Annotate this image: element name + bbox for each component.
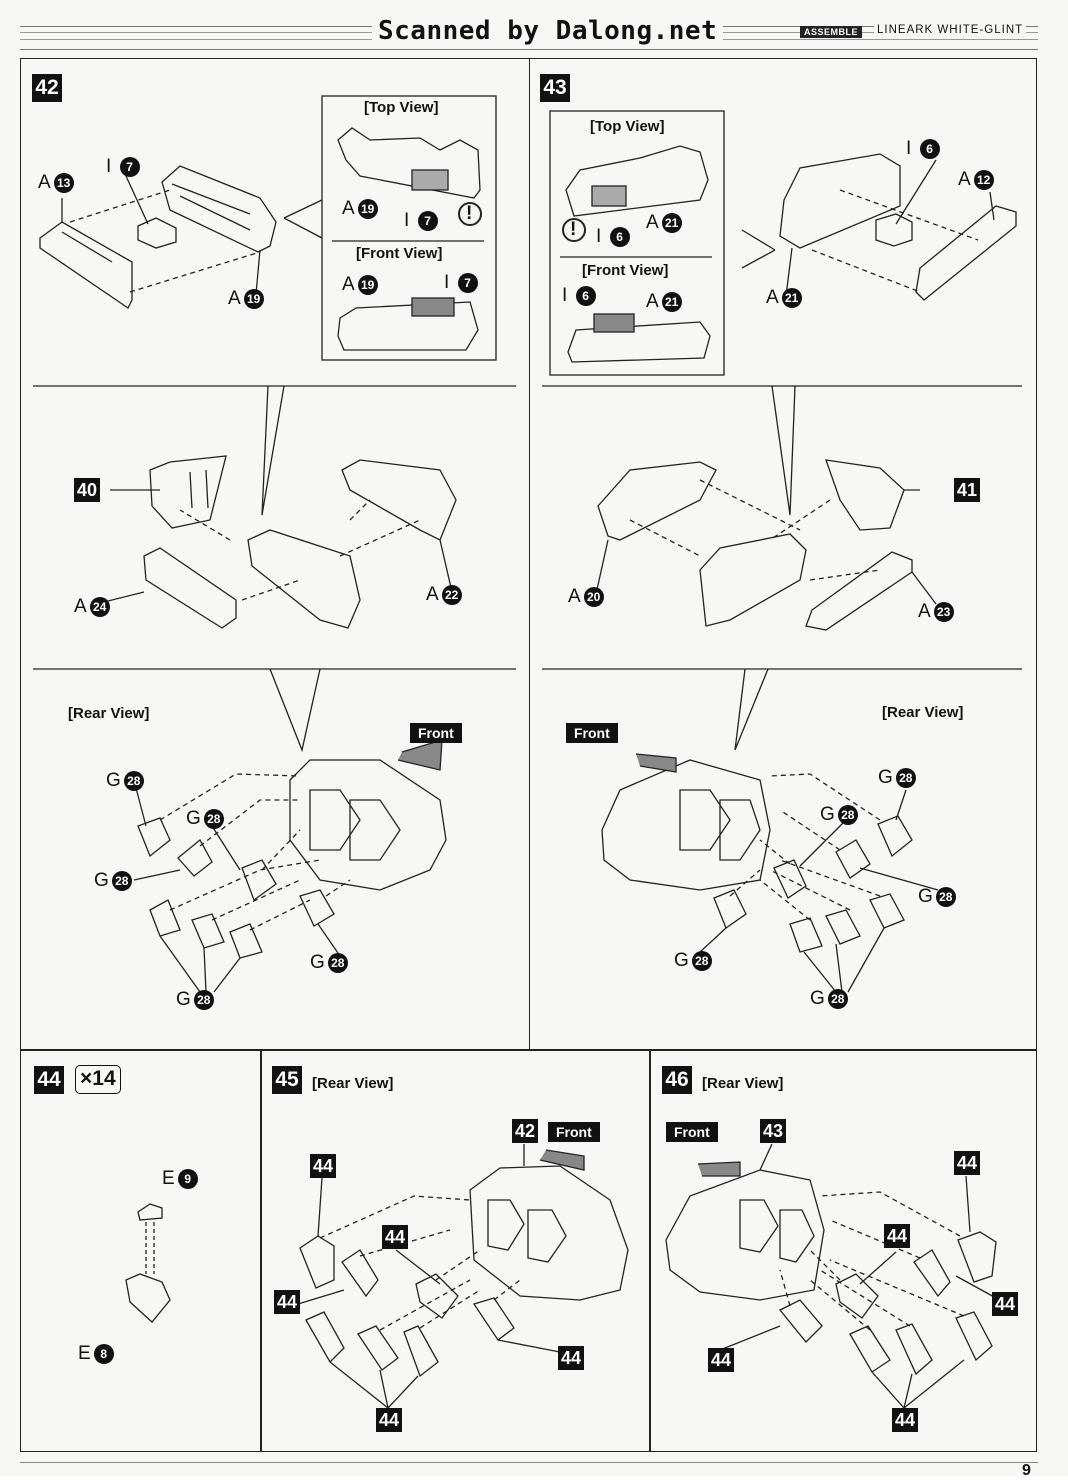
part-label: I 7 <box>404 210 438 232</box>
subassembly-44: 44 <box>310 1154 336 1178</box>
section-tag: ASSEMBLE <box>800 26 863 38</box>
rear-view-label-45: [Rear View] <box>312 1075 394 1092</box>
panel-step-45 <box>260 1049 651 1452</box>
part-label: I 7 <box>106 156 140 178</box>
step-number-45: 45 <box>272 1066 302 1094</box>
rear-view-label-42: [Rear View] <box>68 705 150 722</box>
part-label: I 6 <box>562 285 596 307</box>
step-number-43: 43 <box>540 74 570 102</box>
subassembly-44: 44 <box>558 1346 584 1370</box>
part-label: I 7 <box>444 272 478 294</box>
subassembly-41: 41 <box>954 478 980 502</box>
front-direction-label-45: Front <box>548 1122 600 1142</box>
warning-mark: ! <box>466 203 473 224</box>
quantity-badge: ×14 <box>75 1065 121 1094</box>
page-number: 9 <box>1022 1462 1031 1479</box>
subassembly-44: 44 <box>892 1408 918 1432</box>
part-label: I 6 <box>906 138 940 160</box>
footer-rule <box>20 1462 1038 1463</box>
step-number-42: 42 <box>32 74 62 102</box>
front-view-label-43: [Front View] <box>582 262 669 279</box>
subassembly-44: 44 <box>708 1348 734 1372</box>
subassembly-44: 44 <box>382 1225 408 1249</box>
subassembly-44: 44 <box>884 1224 910 1248</box>
model-name: LINEARK WHITE-GLINT <box>874 24 1027 36</box>
rear-view-label-46: [Rear View] <box>702 1075 784 1092</box>
subassembly-40: 40 <box>74 478 100 502</box>
front-direction-label-42: Front <box>410 723 462 743</box>
panel-step-46 <box>649 1049 1037 1452</box>
subassembly-43: 43 <box>760 1119 786 1143</box>
subassembly-42: 42 <box>512 1119 538 1143</box>
top-view-label-42: [Top View] <box>364 99 439 116</box>
step-number-46: 46 <box>662 1066 692 1094</box>
rear-view-label-43: [Rear View] <box>882 704 964 721</box>
subassembly-44: 44 <box>274 1290 300 1314</box>
scan-credit: Scanned by Dalong.net <box>372 16 724 46</box>
top-view-label-43: [Top View] <box>590 118 665 135</box>
subassembly-44: 44 <box>954 1151 980 1175</box>
subassembly-44: 44 <box>992 1292 1018 1316</box>
front-direction-label-46: Front <box>666 1122 718 1142</box>
panel-step-44 <box>20 1049 262 1452</box>
front-view-label-42: [Front View] <box>356 245 443 262</box>
part-label: I 6 <box>596 226 630 248</box>
subassembly-44: 44 <box>376 1408 402 1432</box>
step-number-44: 44 <box>34 1066 64 1094</box>
warning-mark: ! <box>570 219 577 240</box>
panel-step-43 <box>529 58 1037 1051</box>
front-direction-label-43: Front <box>566 723 618 743</box>
